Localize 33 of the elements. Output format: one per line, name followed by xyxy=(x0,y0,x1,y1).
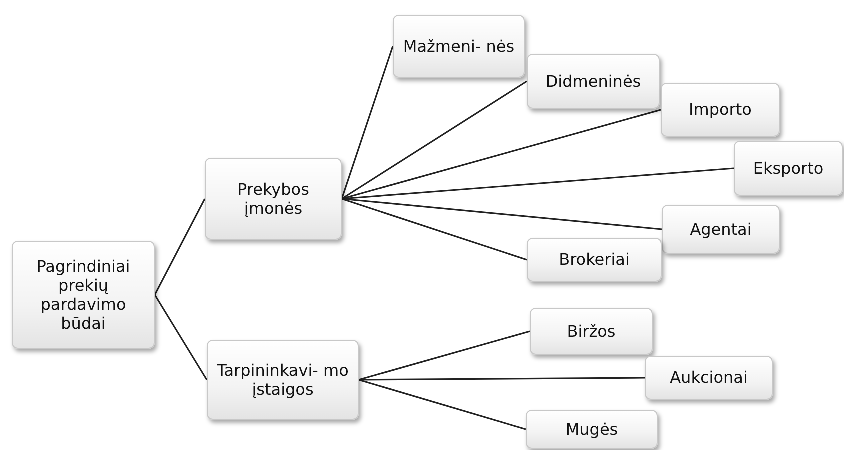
connector-line xyxy=(359,377,645,381)
node-label: Didmeninės xyxy=(544,72,642,92)
text-box xyxy=(530,308,653,355)
connector-line xyxy=(358,330,530,381)
text-box xyxy=(734,141,843,196)
node-label: Aukcionai xyxy=(669,368,749,388)
text-box xyxy=(526,410,658,449)
connector-line xyxy=(342,109,662,200)
text-box xyxy=(527,54,660,109)
text-box xyxy=(645,356,773,400)
node-label: Prekybos įmonės xyxy=(236,180,310,218)
node-label: Eksporto xyxy=(752,158,825,178)
node-label: Mugės xyxy=(564,420,620,440)
node-label: Agentai xyxy=(689,220,753,240)
connector-line xyxy=(358,379,526,430)
text-box xyxy=(205,158,342,240)
text-box xyxy=(207,340,359,420)
text-box xyxy=(662,205,780,254)
text-box xyxy=(527,238,662,282)
connector-line xyxy=(341,46,394,200)
connector-line xyxy=(342,198,528,261)
node-label: Brokeriai xyxy=(558,250,631,270)
node-label: Pagrindiniai prekių pardavimo būdai xyxy=(36,256,132,334)
connector-line xyxy=(154,198,206,296)
text-box xyxy=(393,15,525,78)
node-label: Importo xyxy=(688,100,753,120)
connector-line xyxy=(154,294,208,380)
text-box xyxy=(12,241,155,349)
node-label: Mažmeni- nės xyxy=(402,36,516,56)
connector-line xyxy=(342,80,528,200)
node-label: Biržos xyxy=(566,322,617,342)
node-label: Tarpininkavi- mo įstaigos xyxy=(216,360,350,400)
text-box xyxy=(661,83,780,137)
